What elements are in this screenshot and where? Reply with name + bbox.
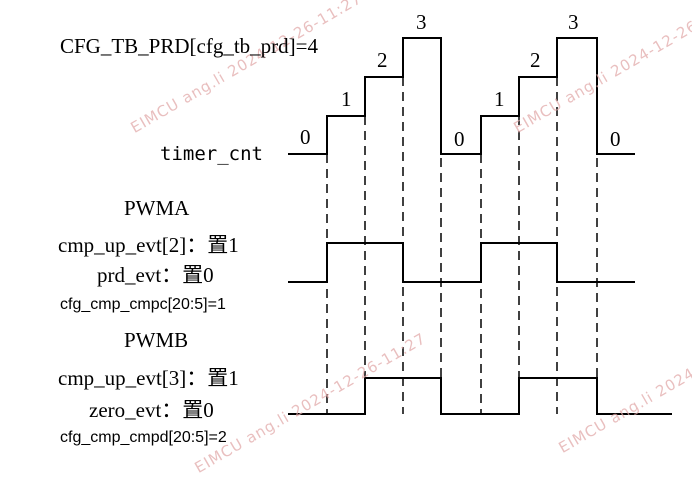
diagram-title: CFG_TB_PRD[cfg_tb_prd]=4 [60,34,318,59]
timer-value: 2 [377,48,388,73]
timer-value: 0 [454,127,465,152]
timer-cnt-label: timer_cnt [160,143,263,165]
timer-value: 1 [341,87,352,112]
pwmb-set-rule: cmp_up_evt[3]：置1 [58,362,239,392]
pwmb-clear-rule: zero_evt：置0 [89,394,214,424]
timer-value: 0 [610,127,621,152]
pwmb-compare-config: cfg_cmp_cmpd[20:5]=2 [60,429,227,447]
pwma-waveform [288,243,635,282]
pwma-compare-config: cfg_cmp_cmpc[20:5]=1 [60,296,226,314]
pwma-heading: PWMA [124,196,189,221]
pwma-set-rule: cmp_up_evt[2]：置1 [58,229,239,259]
pwmb-heading: PWMB [124,328,188,353]
timer-value: 0 [300,125,311,150]
timer-value: 3 [416,10,427,35]
pwma-clear-rule: prd_evt：置0 [97,259,214,289]
timer-value: 2 [530,48,541,73]
timer-value: 1 [494,87,505,112]
timer-value: 3 [568,10,579,35]
